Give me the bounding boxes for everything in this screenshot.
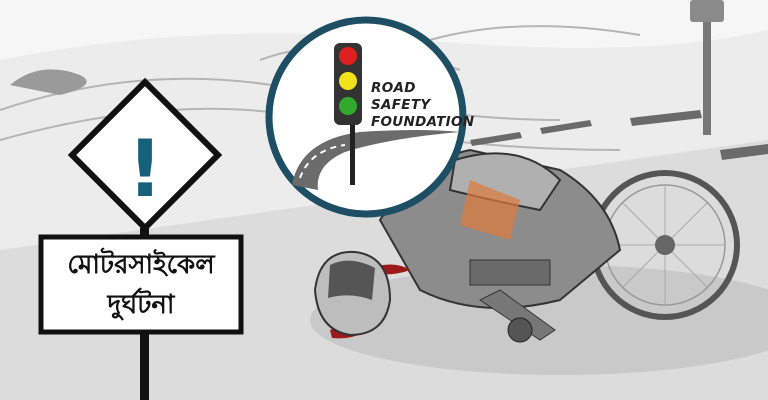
exclamation-icon: !: [127, 125, 163, 215]
yellow-light: [339, 72, 357, 90]
green-light: [339, 97, 357, 115]
sign-board: [38, 234, 244, 335]
warning-diamond: [67, 77, 223, 233]
red-light: [339, 47, 357, 65]
logo-road: [292, 130, 460, 190]
sign-line-motorcycle: মোটরসাইকেল: [67, 249, 215, 280]
sign-text: মোটরসাইকেল দুর্ঘটনা: [42, 238, 240, 331]
logo-line-foundation: FOUNDATION: [371, 114, 475, 130]
crashed-motorcycle: [378, 148, 740, 343]
logo-text: ROAD SAFETY FOUNDATION: [371, 80, 474, 131]
road-safety-foundation-logo: [265, 16, 467, 218]
helmet: [313, 250, 392, 337]
lane-markings: [470, 110, 768, 160]
tree: [10, 69, 87, 95]
logo-line-safety: SAFETY: [371, 97, 431, 113]
warning-sign: [38, 77, 244, 400]
logo-line-road: ROAD: [371, 80, 416, 96]
sign-line-accident: দুর্ঘটনা: [107, 289, 175, 320]
distant-traffic-light: [690, 0, 724, 135]
logo-pole: [350, 120, 355, 185]
